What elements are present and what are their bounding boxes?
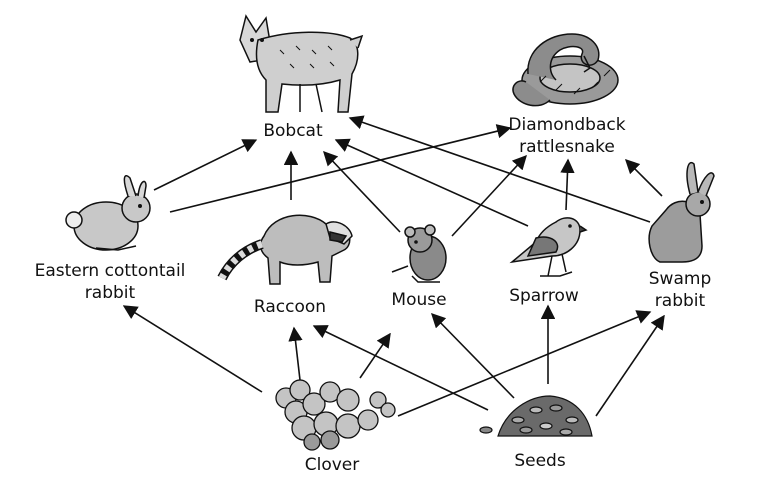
arrow-clover-to-raccoon xyxy=(288,326,303,381)
arrow-mouse-to-bobcat xyxy=(323,150,401,233)
clover-icon xyxy=(275,379,396,451)
arrow-cottontail-to-bobcat xyxy=(153,139,258,191)
sparrow-icon xyxy=(509,217,588,277)
hare-icon xyxy=(648,161,715,263)
arrow-sparrow-to-rattlesnake xyxy=(560,158,575,211)
arrow-mouse-to-rattlesnake xyxy=(451,154,527,237)
raccoon-label: Raccoon xyxy=(253,297,327,317)
arrow-clover-to-swamp-rabbit xyxy=(397,310,652,417)
mouse-icon xyxy=(391,224,447,283)
bobcat-icon xyxy=(239,14,364,113)
raccoon-icon xyxy=(217,214,353,285)
clover-label: Clover xyxy=(304,455,360,475)
arrow-sparrow-to-bobcat xyxy=(334,138,529,227)
arrow-seeds-to-mouse xyxy=(430,312,515,399)
arrow-seeds-to-raccoon xyxy=(312,325,489,411)
bobcat-label: Bobcat xyxy=(263,121,323,141)
arrows-layer xyxy=(122,115,665,417)
mouse-label: Mouse xyxy=(391,290,447,310)
rattlesnake-icon xyxy=(512,33,619,107)
sparrow-label: Sparrow xyxy=(509,286,579,306)
arrow-swamp-rabbit-to-rattlesnake xyxy=(624,158,663,197)
arrow-clover-to-cottontail xyxy=(122,305,263,393)
arrow-seeds-to-swamp-rabbit xyxy=(595,314,665,417)
seeds-icon xyxy=(479,395,593,437)
seeds-label: Seeds xyxy=(514,451,566,471)
cottontail-label: Eastern cottontail rabbit xyxy=(34,261,186,303)
rabbit-icon xyxy=(65,175,151,251)
arrow-swamp-rabbit-to-bobcat xyxy=(348,115,651,223)
swamp-rabbit-label: Swamp rabbit xyxy=(648,269,712,311)
rattlesnake-label: Diamondback rattlesnake xyxy=(508,115,626,157)
